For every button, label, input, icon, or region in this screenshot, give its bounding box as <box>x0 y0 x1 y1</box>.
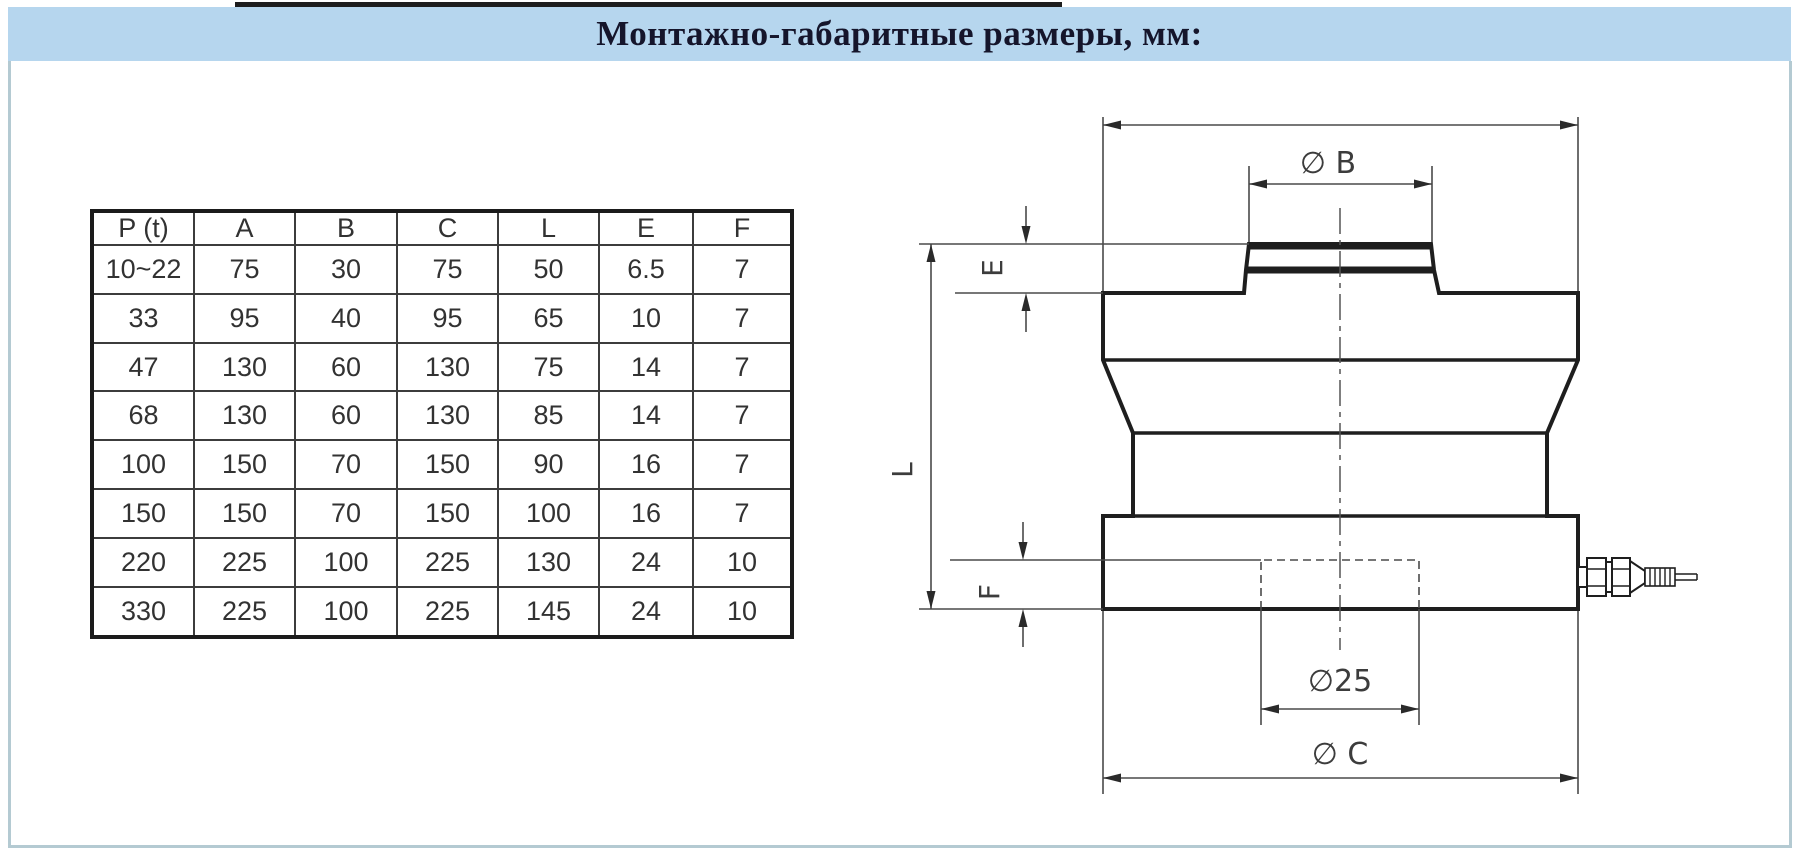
table-cell: 95 <box>193 292 296 344</box>
table-cell: 145 <box>497 585 600 639</box>
technical-drawing: ∅ B E L F ∅25 ∅ C <box>886 117 1698 794</box>
table-cell: 220 <box>91 536 195 588</box>
table-cell: 7 <box>692 488 793 539</box>
table-cell: 130 <box>193 341 296 393</box>
dim-diameter-b-label: ∅ B <box>1300 146 1356 181</box>
connector-cone <box>1629 559 1646 595</box>
table-cell: 330 <box>91 585 195 639</box>
title-band: Монтажно-габаритные размеры, мм: <box>8 7 1791 61</box>
cable-connector <box>1577 557 1698 597</box>
dim-diameter-c-label: ∅ C <box>1312 737 1369 772</box>
table-cell: 10 <box>692 585 793 639</box>
table-cell: 10 <box>692 536 793 588</box>
connector-nut <box>1611 557 1631 597</box>
dimension-arrowheads <box>926 120 1578 783</box>
table-cell: 14 <box>598 341 694 393</box>
table-cell: 75 <box>396 244 499 295</box>
column-header: C <box>396 210 499 246</box>
table-cell: 130 <box>497 536 600 588</box>
column-header: P (t) <box>91 210 195 246</box>
table-cell: 95 <box>396 292 499 344</box>
table-cell: 24 <box>598 536 694 588</box>
table-cell: 24 <box>598 585 694 639</box>
table-cell: 100 <box>91 439 195 491</box>
table-cell: 150 <box>396 488 499 539</box>
dim-l-label: L <box>886 462 919 478</box>
table-cell: 150 <box>193 439 296 491</box>
table-cell: 7 <box>692 292 793 344</box>
table-cell: 14 <box>598 390 694 442</box>
column-header: E <box>598 210 694 246</box>
table-cell: 100 <box>497 488 600 539</box>
column-header: F <box>692 210 793 246</box>
table-cell: 70 <box>294 488 398 539</box>
table-cell: 40 <box>294 292 398 344</box>
table-cell: 85 <box>497 390 600 442</box>
dim-f-label: F <box>973 584 1006 600</box>
table-cell: 90 <box>497 439 600 491</box>
page-title: Монтажно-габаритные размеры, мм: <box>596 14 1203 53</box>
table-cell: 10~22 <box>91 244 195 295</box>
table-cell: 7 <box>692 390 793 442</box>
table-cell: 130 <box>396 390 499 442</box>
table-cell: 65 <box>497 292 600 344</box>
table-cell: 30 <box>294 244 398 295</box>
cropped-text-remnant <box>235 2 1062 7</box>
table-cell: 100 <box>294 585 398 639</box>
column-header: B <box>294 210 398 246</box>
table-cell: 16 <box>598 488 694 539</box>
table-cell: 7 <box>692 341 793 393</box>
connector-nut <box>1586 557 1607 597</box>
table-cell: 225 <box>193 585 296 639</box>
column-header: L <box>497 210 600 246</box>
table-cell: 7 <box>692 439 793 491</box>
dimension-lines <box>919 117 1579 794</box>
table-cell: 150 <box>193 488 296 539</box>
table-cell: 6.5 <box>598 244 694 295</box>
table-cell: 60 <box>294 341 398 393</box>
table-cell: 75 <box>193 244 296 295</box>
table-cell: 130 <box>396 341 499 393</box>
table-cell: 225 <box>396 536 499 588</box>
table-cell: 60 <box>294 390 398 442</box>
table-cell: 10 <box>598 292 694 344</box>
table-cell: 68 <box>91 390 195 442</box>
dim-e-label: E <box>976 259 1009 277</box>
table-cell: 150 <box>396 439 499 491</box>
table-cell: 16 <box>598 439 694 491</box>
table-cell: 225 <box>396 585 499 639</box>
table-cell: 50 <box>497 244 600 295</box>
table-cell: 75 <box>497 341 600 393</box>
table-cell: 150 <box>91 488 195 539</box>
table-cell: 130 <box>193 390 296 442</box>
table-cell: 33 <box>91 292 195 344</box>
table-cell: 70 <box>294 439 398 491</box>
table-cell: 100 <box>294 536 398 588</box>
table-cell: 7 <box>692 244 793 295</box>
column-header: A <box>193 210 296 246</box>
table-cell: 225 <box>193 536 296 588</box>
table-cell: 47 <box>91 341 195 393</box>
dimension-labels: ∅ B E L F ∅25 ∅ C <box>886 146 1372 772</box>
dim-diameter-25-label: ∅25 <box>1308 664 1372 699</box>
connector-neck <box>1577 566 1588 588</box>
